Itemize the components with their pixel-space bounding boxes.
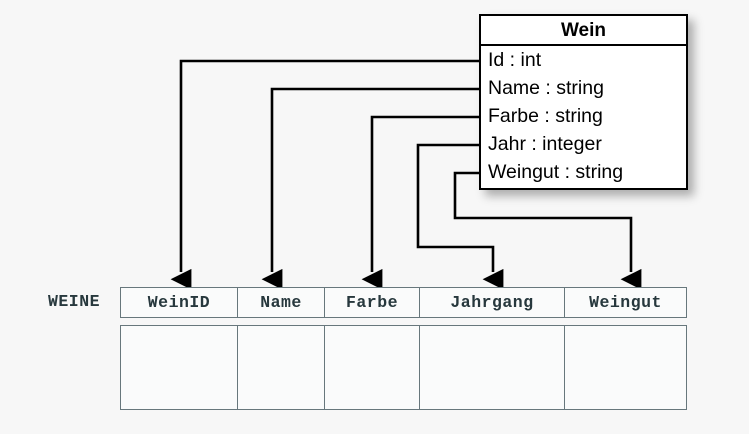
connector-farbe-to-farbe bbox=[361, 115, 481, 290]
connector-weingut-to-weingut bbox=[453, 171, 642, 290]
table-cell-weinid[interactable] bbox=[120, 325, 238, 410]
column-header-farbe[interactable]: Farbe bbox=[324, 287, 420, 318]
uml-attribute-jahr[interactable]: Jahr : integer bbox=[488, 133, 602, 155]
column-header-jahrgang[interactable]: Jahrgang bbox=[418, 287, 566, 318]
uml-attribute-compartment: Id : int Name : string Farbe : string Ja… bbox=[481, 46, 686, 186]
column-header-name[interactable]: Name bbox=[236, 287, 326, 318]
column-header-weinid[interactable]: WeinID bbox=[120, 287, 238, 318]
table-header-row: WeinID Name Farbe Jahrgang Weingut bbox=[120, 287, 693, 318]
uml-attribute-farbe[interactable]: Farbe : string bbox=[488, 105, 603, 127]
table-cell-weingut[interactable] bbox=[564, 325, 687, 410]
connector-name-to-name bbox=[261, 87, 481, 290]
uml-attribute-id[interactable]: Id : int bbox=[488, 49, 542, 71]
column-header-weingut[interactable]: Weingut bbox=[564, 287, 687, 318]
uml-class-wein[interactable]: Wein Id : int Name : string Farbe : stri… bbox=[479, 14, 688, 190]
relation-name-label: WEINE bbox=[48, 292, 101, 311]
table-cell-farbe[interactable] bbox=[324, 325, 420, 410]
connector-jahr-to-jahrgang bbox=[416, 143, 504, 290]
connector-id-to-weinid bbox=[170, 59, 481, 290]
table-row bbox=[120, 325, 693, 410]
uml-attribute-weingut[interactable]: Weingut : string bbox=[488, 161, 624, 183]
table-cell-name[interactable] bbox=[236, 325, 326, 410]
uml-class-title: Wein bbox=[481, 16, 686, 46]
table-cell-jahrgang[interactable] bbox=[418, 325, 566, 410]
uml-attribute-name[interactable]: Name : string bbox=[488, 77, 604, 99]
relation-table-weine[interactable]: WeinID Name Farbe Jahrgang Weingut bbox=[120, 287, 693, 410]
